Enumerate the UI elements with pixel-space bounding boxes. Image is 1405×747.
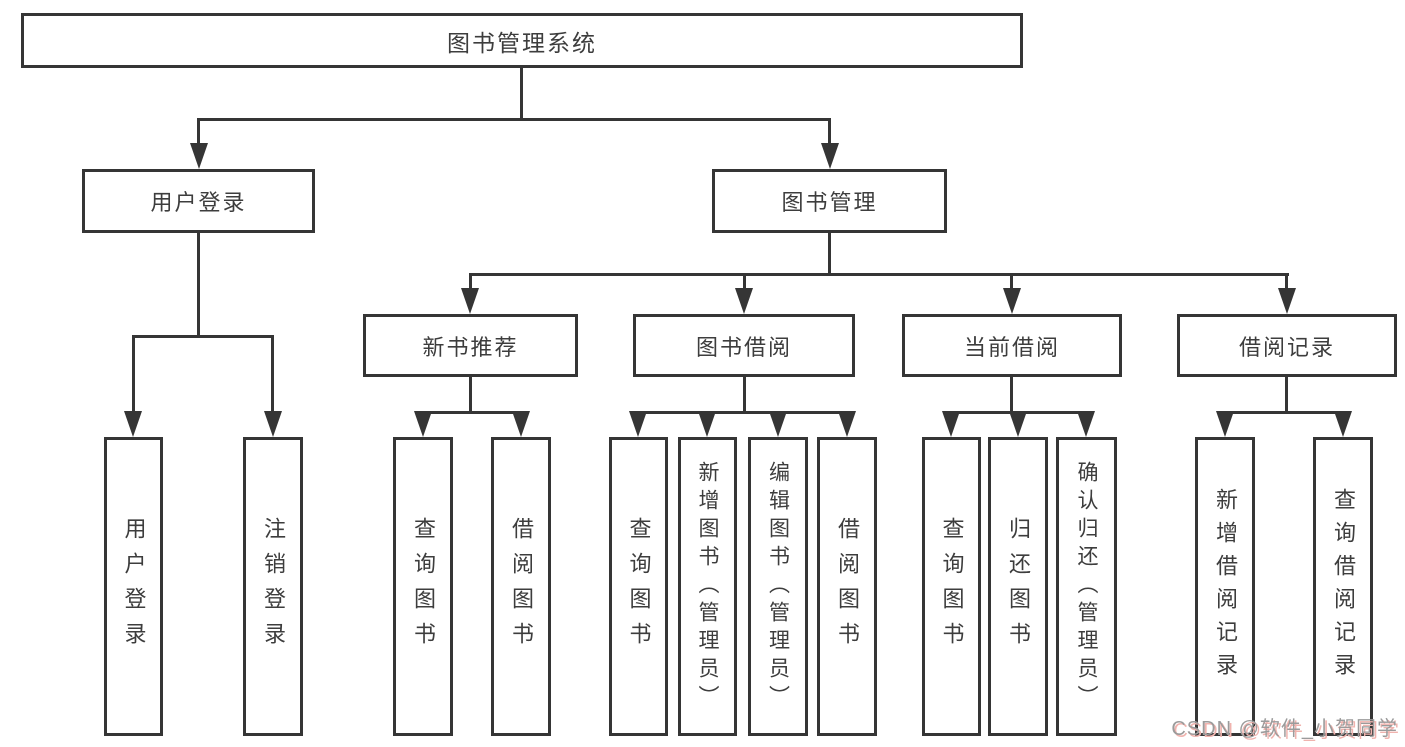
leaf-logout-login-label: 注销登录 [261,516,286,657]
arrowhead-icon [1278,288,1296,314]
leaf-query-book-current-label: 查询图书 [939,516,965,657]
connector-line [132,335,274,338]
arrowhead-icon [735,288,753,314]
node-user-login: 用户登录 [82,169,315,233]
node-current-borrow: 当前借阅 [902,314,1122,377]
node-book-borrow: 图书借阅 [633,314,855,377]
connector-line [828,118,831,148]
leaf-query-book-borrow: 查询图书 [609,437,668,736]
arrowhead-icon [190,143,208,169]
leaf-borrow-book-borrow: 借阅图书 [817,437,877,736]
node-book-borrow-label: 图书借阅 [695,334,792,360]
leaf-user-login: 用户登录 [104,437,163,736]
leaf-user-login-label: 用户登录 [121,516,147,657]
leaf-add-borrow-record: 新增借阅记录 [1195,437,1255,736]
arrowhead-icon [414,411,432,437]
leaf-borrow-book-recommend-label: 借阅图书 [509,516,534,657]
leaf-add-borrow-record-label: 新增借阅记录 [1213,487,1238,686]
arrowhead-icon [629,411,647,437]
connector-line [421,411,523,414]
leaf-return-book: 归还图书 [988,437,1048,736]
connector-line [1285,377,1288,411]
leaf-query-book-recommend: 查询图书 [393,437,453,736]
arrowhead-icon [1003,288,1021,314]
connector-line [197,233,200,335]
leaf-query-book-current: 查询图书 [922,437,981,736]
csdn-watermark: CSDN @软件_小贺同学 [1171,718,1398,740]
connector-line [520,68,523,118]
connector-line [1223,411,1345,414]
connector-line [197,118,831,121]
leaf-confirm-return-admin-label: 确认归还（管理员） [1075,460,1098,713]
connector-line [197,118,200,148]
node-book-management: 图书管理 [712,169,947,233]
arrowhead-icon [264,411,282,437]
connector-line [132,335,135,415]
connector-line [828,233,831,273]
leaf-return-book-label: 归还图书 [1006,516,1031,657]
node-root: 图书管理系统 [21,13,1023,68]
arrowhead-icon [942,411,960,437]
leaf-edit-book-admin-label: 编辑图书（管理员） [766,460,790,713]
leaf-logout-login: 注销登录 [243,437,303,736]
node-borrow-record-label: 借阅记录 [1238,334,1335,360]
connector-line [743,377,746,411]
node-book-management-label: 图书管理 [781,190,878,215]
arrowhead-icon [461,288,479,314]
connector-line [637,411,848,414]
leaf-query-borrow-record: 查询借阅记录 [1313,437,1373,736]
arrowhead-icon [1077,411,1095,437]
leaf-edit-book-admin: 编辑图书（管理员） [748,437,808,736]
node-new-book-recommend-label: 新书推荐 [422,334,519,360]
leaf-confirm-return-admin: 确认归还（管理员） [1056,437,1117,736]
connector-line [1010,377,1013,411]
arrowhead-icon [124,411,142,437]
arrowhead-icon [769,411,787,437]
connector-line [469,377,472,411]
node-current-borrow-label: 当前借阅 [963,334,1060,360]
arrowhead-icon [1216,411,1234,437]
leaf-add-book-admin-label: 新增图书（管理员） [696,460,719,713]
leaf-borrow-book-recommend: 借阅图书 [491,437,551,736]
connector-line [1285,273,1288,291]
connector-line [469,273,1289,276]
leaf-query-book-recommend-label: 查询图书 [411,516,436,657]
connector-line [469,273,472,291]
arrowhead-icon [821,143,839,169]
leaf-borrow-book-borrow-label: 借阅图书 [835,516,860,657]
arrowhead-icon [512,411,530,437]
node-borrow-record: 借阅记录 [1177,314,1397,377]
leaf-query-book-borrow-label: 查询图书 [626,516,652,657]
node-new-book-recommend: 新书推荐 [363,314,578,377]
connector-line [1010,273,1013,291]
connector-line [743,273,746,291]
leaf-add-book-admin: 新增图书（管理员） [678,437,737,736]
connector-line [271,335,274,415]
arrowhead-icon [698,411,716,437]
node-user-login-label: 用户登录 [150,190,247,215]
leaf-query-borrow-record-label: 查询借阅记录 [1331,487,1356,686]
arrowhead-icon [1334,411,1352,437]
arrowhead-icon [1009,411,1027,437]
arrowhead-icon [838,411,856,437]
node-root-label: 图书管理系统 [447,29,597,56]
